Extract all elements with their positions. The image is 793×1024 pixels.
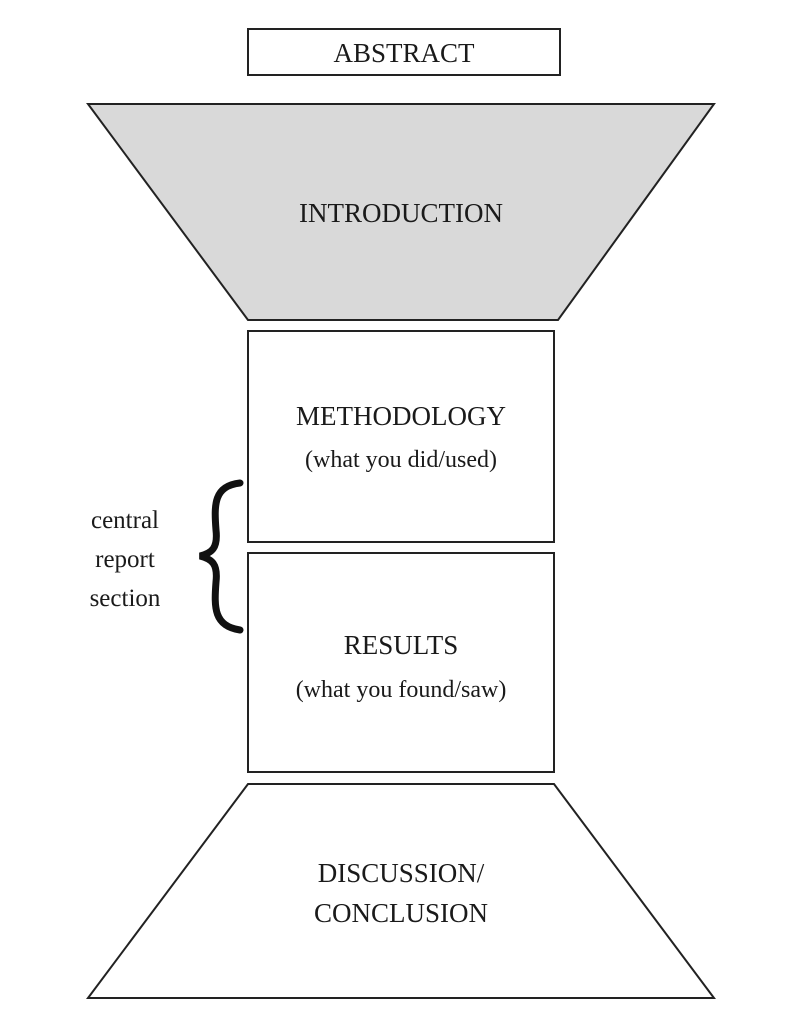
abstract-label: ABSTRACT xyxy=(333,38,475,68)
central-report-label: central report section xyxy=(90,507,161,612)
discussion-label-line1: DISCUSSION/ xyxy=(318,858,485,888)
central-report-line2: report xyxy=(95,546,155,573)
methodology-sublabel: (what you did/used) xyxy=(305,447,497,473)
results-label: RESULTS xyxy=(344,630,459,660)
introduction-trapezoid: INTRODUCTION xyxy=(86,103,716,321)
abstract-box: ABSTRACT xyxy=(247,28,561,76)
discussion-label-line2: CONCLUSION xyxy=(314,898,488,928)
discussion-trapezoid: DISCUSSION/ CONCLUSION xyxy=(86,783,716,999)
results-box: RESULTS (what you found/saw) xyxy=(247,552,555,773)
results-sublabel: (what you found/saw) xyxy=(296,677,507,703)
central-report-line1: central xyxy=(91,507,159,534)
central-report-line3: section xyxy=(90,585,161,612)
methodology-box: METHODOLOGY (what you did/used) xyxy=(247,330,555,543)
curly-brace xyxy=(199,479,244,634)
introduction-label: INTRODUCTION xyxy=(299,198,503,228)
methodology-label: METHODOLOGY xyxy=(296,401,506,431)
